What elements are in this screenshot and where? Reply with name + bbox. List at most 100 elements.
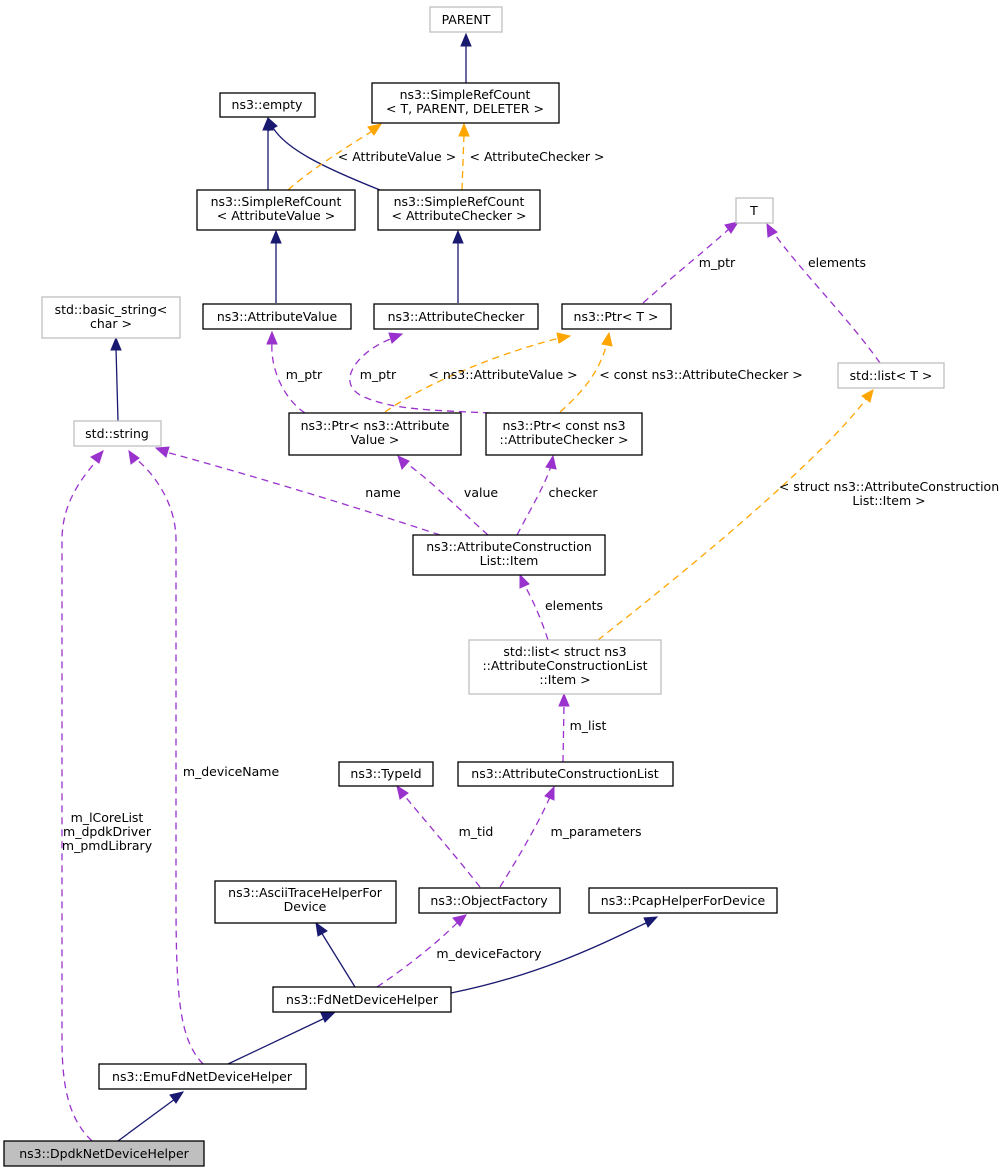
edge-label-value: value [464, 485, 498, 500]
text-line: PARENT [442, 12, 491, 27]
text-line: m_ptr [286, 367, 323, 382]
node-label: ns3::SimpleRefCount< T, PARENT, DELETER … [386, 87, 544, 116]
text-line: ns3::AttributeConstructionList [471, 766, 659, 781]
edge-tpl-struct-item [597, 397, 868, 641]
text-line: elements [545, 598, 603, 613]
node-fd-helper[interactable]: ns3::FdNetDeviceHelper [272, 986, 452, 1013]
node-t[interactable]: T [735, 197, 774, 224]
node-std-string[interactable]: std::string [73, 420, 162, 447]
node-srcount-attr-value[interactable]: ns3::SimpleRefCount< AttributeValue > [196, 189, 356, 231]
node-attribute-checker[interactable]: ns3::AttributeChecker [373, 303, 539, 330]
node-empty[interactable]: ns3::empty [219, 92, 316, 118]
node-label: T [749, 203, 758, 218]
arrow-head [169, 1091, 185, 1104]
text-line: ns3::TypeId [350, 766, 421, 781]
text-line: std::list< struct ns3 [503, 644, 626, 659]
edge-label-tpl-ns3-attr-value: < ns3::AttributeValue > [428, 367, 577, 382]
node-label: ns3::empty [232, 97, 304, 112]
text-line: m_ptr [360, 367, 397, 382]
edge-tpl-const-attr-checker [559, 342, 608, 413]
arrow-head [397, 455, 410, 471]
node-list-acl-item[interactable]: std::list< struct ns3::AttributeConstruc… [468, 639, 662, 695]
arrow-head [545, 454, 557, 470]
node-simple-ref-count[interactable]: ns3::SimpleRefCount< T, PARENT, DELETER … [371, 82, 560, 124]
node-pcap-helper[interactable]: ns3::PcapHelperForDevice [588, 887, 778, 914]
arrow-head [519, 573, 530, 589]
node-object-factory[interactable]: ns3::ObjectFactory [418, 887, 561, 914]
edge-m-parameters [499, 796, 551, 888]
text-line: ns3::AttributeConstruction [426, 539, 592, 554]
edge-fd-to-emu-helper [227, 1017, 326, 1065]
arrow-head [556, 332, 572, 344]
node-ptr-attr-checker[interactable]: ns3::Ptr< const ns3::AttributeChecker > [485, 412, 643, 456]
text-line: ::Item > [539, 672, 590, 687]
node-ptr-t[interactable]: ns3::Ptr< T > [561, 303, 672, 330]
text-line: ::AttributeChecker > [500, 432, 629, 447]
text-line: T [749, 203, 758, 218]
edge-label-tpl-attr-checker: < AttributeChecker > [470, 149, 605, 164]
edge-tpl-attr-value [287, 129, 375, 191]
edge-label-m-device-factory: m_deviceFactory [436, 946, 542, 961]
node-label: std::basic_string<char > [55, 302, 168, 331]
text-line: < AttributeChecker > [470, 149, 605, 164]
node-label: ns3::ObjectFactory [430, 893, 548, 908]
arrow-head [266, 330, 278, 345]
node-label: ns3::Ptr< const ns3::AttributeChecker > [500, 418, 629, 447]
node-acl[interactable]: ns3::AttributeConstructionList [457, 761, 674, 787]
edge-label-ptr-t-m-ptr: m_ptr [699, 255, 736, 270]
node-list-t[interactable]: std::list< T > [837, 362, 945, 389]
edge-label-ptr-ac-m-ptr: m_ptr [360, 367, 397, 382]
text-line: std::list< T > [850, 368, 933, 383]
node-dpdk-helper[interactable]: ns3::DpdkNetDeviceHelper [3, 1140, 205, 1167]
node-srcount-attr-checker[interactable]: ns3::SimpleRefCount< AttributeChecker > [377, 189, 541, 231]
text-line: m_pmdLibrary [62, 838, 153, 853]
text-line: m_deviceName [183, 764, 280, 779]
node-type-id[interactable]: ns3::TypeId [338, 761, 434, 787]
arrow-head [315, 921, 328, 937]
arrow-head [766, 222, 778, 238]
edge-basic-string-to-std-string [115, 347, 119, 422]
arrow-head [154, 446, 170, 458]
edge-label-m-device-name: m_deviceName [183, 764, 280, 779]
node-parent[interactable]: PARENT [429, 6, 503, 33]
node-label: ns3::EmuFdNetDeviceHelper [112, 1069, 293, 1084]
arrow-head [724, 221, 740, 234]
text-line: < AttributeValue > [217, 208, 335, 223]
node-attribute-value[interactable]: ns3::AttributeValue [202, 303, 352, 330]
edge-value [405, 462, 489, 536]
arrow-head [544, 785, 555, 801]
node-basic-string[interactable]: std::basic_string<char > [41, 296, 181, 339]
text-line: m_lCoreList [71, 810, 144, 825]
edge-label-m-list: m_list [570, 718, 607, 733]
text-line: < ns3::AttributeValue > [428, 367, 577, 382]
edge-core-list [61, 459, 98, 1142]
edge-elements [523, 583, 549, 641]
node-label: std::list< T > [850, 368, 933, 383]
text-line: < T, PARENT, DELETER > [386, 101, 544, 116]
text-line: < AttributeValue > [338, 149, 456, 164]
edge-label-m-tid: m_tid [459, 824, 494, 839]
text-line: ns3::Ptr< ns3::Attribute [301, 418, 450, 433]
node-emu-helper[interactable]: ns3::EmuFdNetDeviceHelper [98, 1063, 307, 1090]
text-line: m_ptr [699, 255, 736, 270]
text-line: ns3::Ptr< T > [574, 309, 659, 324]
node-label: std::string [85, 426, 149, 441]
edge-emu-to-dpdk-helper [117, 1098, 176, 1142]
text-line: ns3::ObjectFactory [430, 893, 548, 908]
edge-m-device-factory [376, 921, 459, 988]
text-line: Device [284, 899, 327, 914]
edge-label-list-t-elements: elements [808, 255, 866, 270]
arrow-head [388, 332, 404, 344]
text-line: ns3::FdNetDeviceHelper [286, 992, 439, 1007]
text-line: List::Item [480, 553, 539, 568]
node-label: ns3::DpdkNetDeviceHelper [19, 1146, 189, 1161]
text-line: m_dpdkDriver [63, 824, 152, 839]
text-line: std::basic_string< [55, 302, 168, 317]
arrow-head [267, 116, 278, 132]
